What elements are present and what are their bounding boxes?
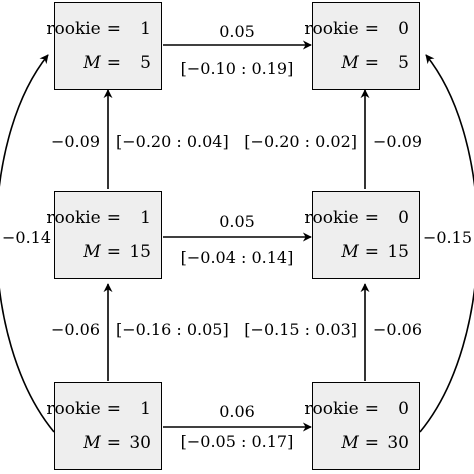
node-rookie-m30: rookie=1 M=30 (46, 382, 162, 470)
label-left-lower-estimate: −0.06 (51, 320, 100, 339)
label-left-arc-estimate: −0.14 (2, 228, 51, 247)
label-bottom-interval: [−0.05 : 0.17] (181, 432, 294, 451)
node-veteran-m15: rookie=0 M=15 (304, 191, 420, 279)
label-top-estimate: 0.05 (219, 22, 255, 41)
label-top-interval: [−0.10 : 0.19] (181, 59, 294, 78)
node-rookie-m15: rookie=1 M=15 (46, 191, 162, 279)
label-middle-estimate: 0.05 (219, 212, 255, 231)
label-left-upper-estimate: −0.09 (51, 132, 100, 151)
label-right-lower-estimate: −0.06 (373, 320, 422, 339)
edge-left-arc (0, 54, 55, 433)
label-bottom-estimate: 0.06 (219, 402, 255, 421)
label-right-lower-interval: [−0.15 : 0.03] (244, 320, 357, 339)
label-middle-interval: [−0.04 : 0.14] (181, 248, 294, 267)
label-left-lower-interval: [−0.16 : 0.05] (116, 320, 229, 339)
label-right-arc-estimate: −0.15 (423, 228, 472, 247)
edge-right-arc (419, 54, 474, 433)
label-left-upper-interval: [−0.20 : 0.04] (116, 132, 229, 151)
node-veteran-m5: rookie=0 M=5 (304, 2, 420, 90)
label-right-upper-interval: [−0.20 : 0.02] (244, 132, 357, 151)
label-right-upper-estimate: −0.09 (373, 132, 422, 151)
node-veteran-m30: rookie=0 M=30 (304, 382, 420, 470)
node-rookie-m5: rookie=1 M=5 (46, 2, 162, 90)
